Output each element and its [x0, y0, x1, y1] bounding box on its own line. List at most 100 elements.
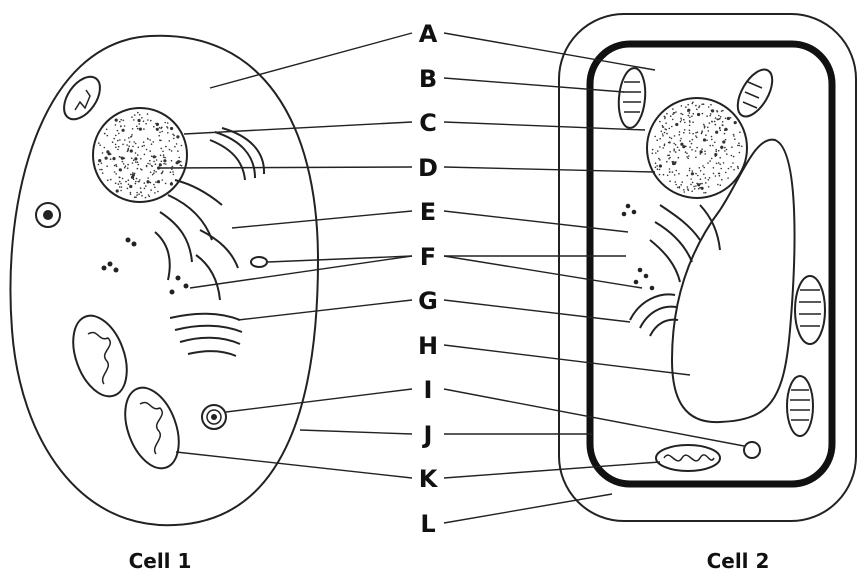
cell-2-golgi: [630, 294, 678, 336]
nucleus-stipple-dot: [683, 189, 685, 191]
nucleus-stipple-dot: [130, 192, 132, 194]
nucleus-stipple-dot: [131, 134, 133, 136]
nucleus-stipple-dot: [165, 183, 167, 185]
nucleus-stipple-dot: [135, 161, 137, 163]
nucleus-stipple-dot: [739, 152, 741, 154]
nucleus-stipple-dot: [689, 170, 691, 172]
nucleus-stipple-dot: [132, 174, 135, 177]
nucleus-stipple-dot: [731, 146, 733, 148]
nucleus-stipple-dot: [702, 165, 704, 167]
nucleus-stipple-dot: [124, 167, 126, 169]
nucleus-stipple-dot: [724, 133, 726, 135]
nucleus-stipple-dot: [138, 164, 140, 166]
nucleus-stipple-dot: [696, 147, 698, 149]
cell-1-mitochondrion-top: [57, 70, 107, 125]
nucleus-stipple-dot: [102, 172, 104, 174]
nucleus-stipple-dot: [120, 119, 122, 121]
nucleus-stipple-dot: [102, 152, 104, 154]
nucleus-stipple-dot: [657, 168, 659, 170]
leader-a-cell-2: [444, 33, 655, 70]
nucleus-stipple-dot: [687, 175, 689, 177]
nucleus-stipple-dot: [140, 158, 142, 160]
nucleus-stipple-dot: [101, 162, 103, 164]
nucleus-stipple-dot: [134, 114, 136, 116]
leader-i-cell-2: [444, 389, 744, 446]
nucleus-stipple-dot: [675, 144, 677, 146]
nucleus-stipple-dot: [140, 187, 142, 189]
nucleus-stipple-dot: [686, 153, 688, 155]
nucleus-stipple-dot: [118, 133, 120, 135]
nucleus-stipple-dot: [153, 161, 155, 163]
nucleus-stipple-dot: [711, 121, 713, 123]
nucleus-stipple-dot: [156, 128, 159, 131]
leader-f-cell-2b: [444, 256, 642, 288]
nucleus-stipple-dot: [704, 153, 706, 155]
nucleus-stipple-dot: [129, 185, 132, 188]
nucleus-stipple-dot: [662, 125, 664, 127]
nucleus-stipple-dot: [151, 155, 153, 157]
nucleus-stipple-dot: [703, 124, 705, 126]
nucleus-stipple-dot: [658, 158, 660, 160]
nucleus-stipple-dot: [119, 139, 121, 141]
nucleus-stipple-dot: [125, 181, 127, 183]
nucleus-stipple-dot: [717, 184, 719, 186]
nucleus-stipple-dot: [160, 148, 162, 150]
nucleus-stipple-dot: [154, 187, 156, 189]
nucleus-stipple-dot: [150, 182, 152, 184]
nucleus-stipple-dot: [657, 150, 659, 152]
nucleus-stipple-dot: [127, 167, 129, 169]
cell-1-ribosomes: [102, 238, 189, 295]
label-e: E: [420, 198, 436, 226]
nucleus-stipple-dot: [707, 127, 709, 129]
nucleus-stipple-dot: [144, 188, 146, 190]
nucleus-stipple-dot: [143, 145, 145, 147]
cell-1-centrosome: [202, 405, 226, 429]
nucleus-stipple-dot: [728, 168, 730, 170]
nucleus-stipple-dot: [739, 145, 741, 147]
nucleus-stipple-dot: [127, 150, 129, 152]
nucleus-stipple-dot: [696, 109, 698, 111]
leader-lines: [160, 33, 744, 523]
nucleus-stipple-dot: [666, 161, 668, 163]
cell-1-vesicle: [251, 257, 267, 267]
leader-b: [444, 78, 624, 92]
nucleus-stipple-dot: [715, 151, 717, 153]
label-j: J: [422, 421, 433, 449]
cell-1-lysosome: [36, 203, 60, 227]
nucleus-stipple-dot: [141, 117, 143, 119]
nucleus-stipple-dot: [112, 157, 115, 160]
nucleus-stipple-dot: [120, 170, 122, 172]
nucleus-stipple-dot: [115, 119, 118, 122]
nucleus-stipple-dot: [137, 154, 139, 156]
nucleus-stipple-dot: [107, 179, 109, 181]
nucleus-stipple-dot: [118, 146, 120, 148]
leader-e-cell-2: [444, 211, 628, 232]
nucleus-stipple-dot: [684, 122, 686, 124]
nucleus-stipple-dot: [132, 128, 134, 130]
nucleus-stipple-dot: [659, 138, 661, 140]
nucleus-stipple-dot: [118, 183, 120, 185]
nucleus-stipple-dot: [655, 152, 657, 154]
nucleus-stipple-dot: [113, 138, 115, 140]
nucleus-stipple-dot: [696, 137, 698, 139]
nucleus-stipple-dot: [98, 164, 100, 166]
nucleus-stipple-dot: [697, 113, 700, 116]
nucleus-stipple-dot: [711, 136, 713, 138]
nucleus-stipple-dot: [122, 144, 124, 146]
nucleus-stipple-dot: [714, 153, 717, 156]
nucleus-stipple-dot: [659, 159, 661, 161]
nucleus-stipple-dot: [668, 158, 670, 160]
nucleus-stipple-dot: [133, 119, 135, 121]
nucleus-stipple-dot: [669, 171, 671, 173]
nucleus-stipple-dot: [708, 179, 710, 181]
nucleus-stipple-dot: [119, 177, 121, 179]
cell-1-centrioles: [210, 128, 264, 180]
leader-e-cell-1: [232, 211, 412, 228]
nucleus-stipple-dot: [143, 141, 145, 143]
nucleus-stipple-dot: [708, 106, 710, 108]
nucleus-stipple-dot: [677, 187, 679, 189]
nucleus-stipple-dot: [684, 129, 686, 131]
nucleus-stipple-dot: [698, 107, 700, 109]
nucleus-stipple-dot: [143, 121, 145, 123]
nucleus-stipple-dot: [138, 123, 140, 125]
